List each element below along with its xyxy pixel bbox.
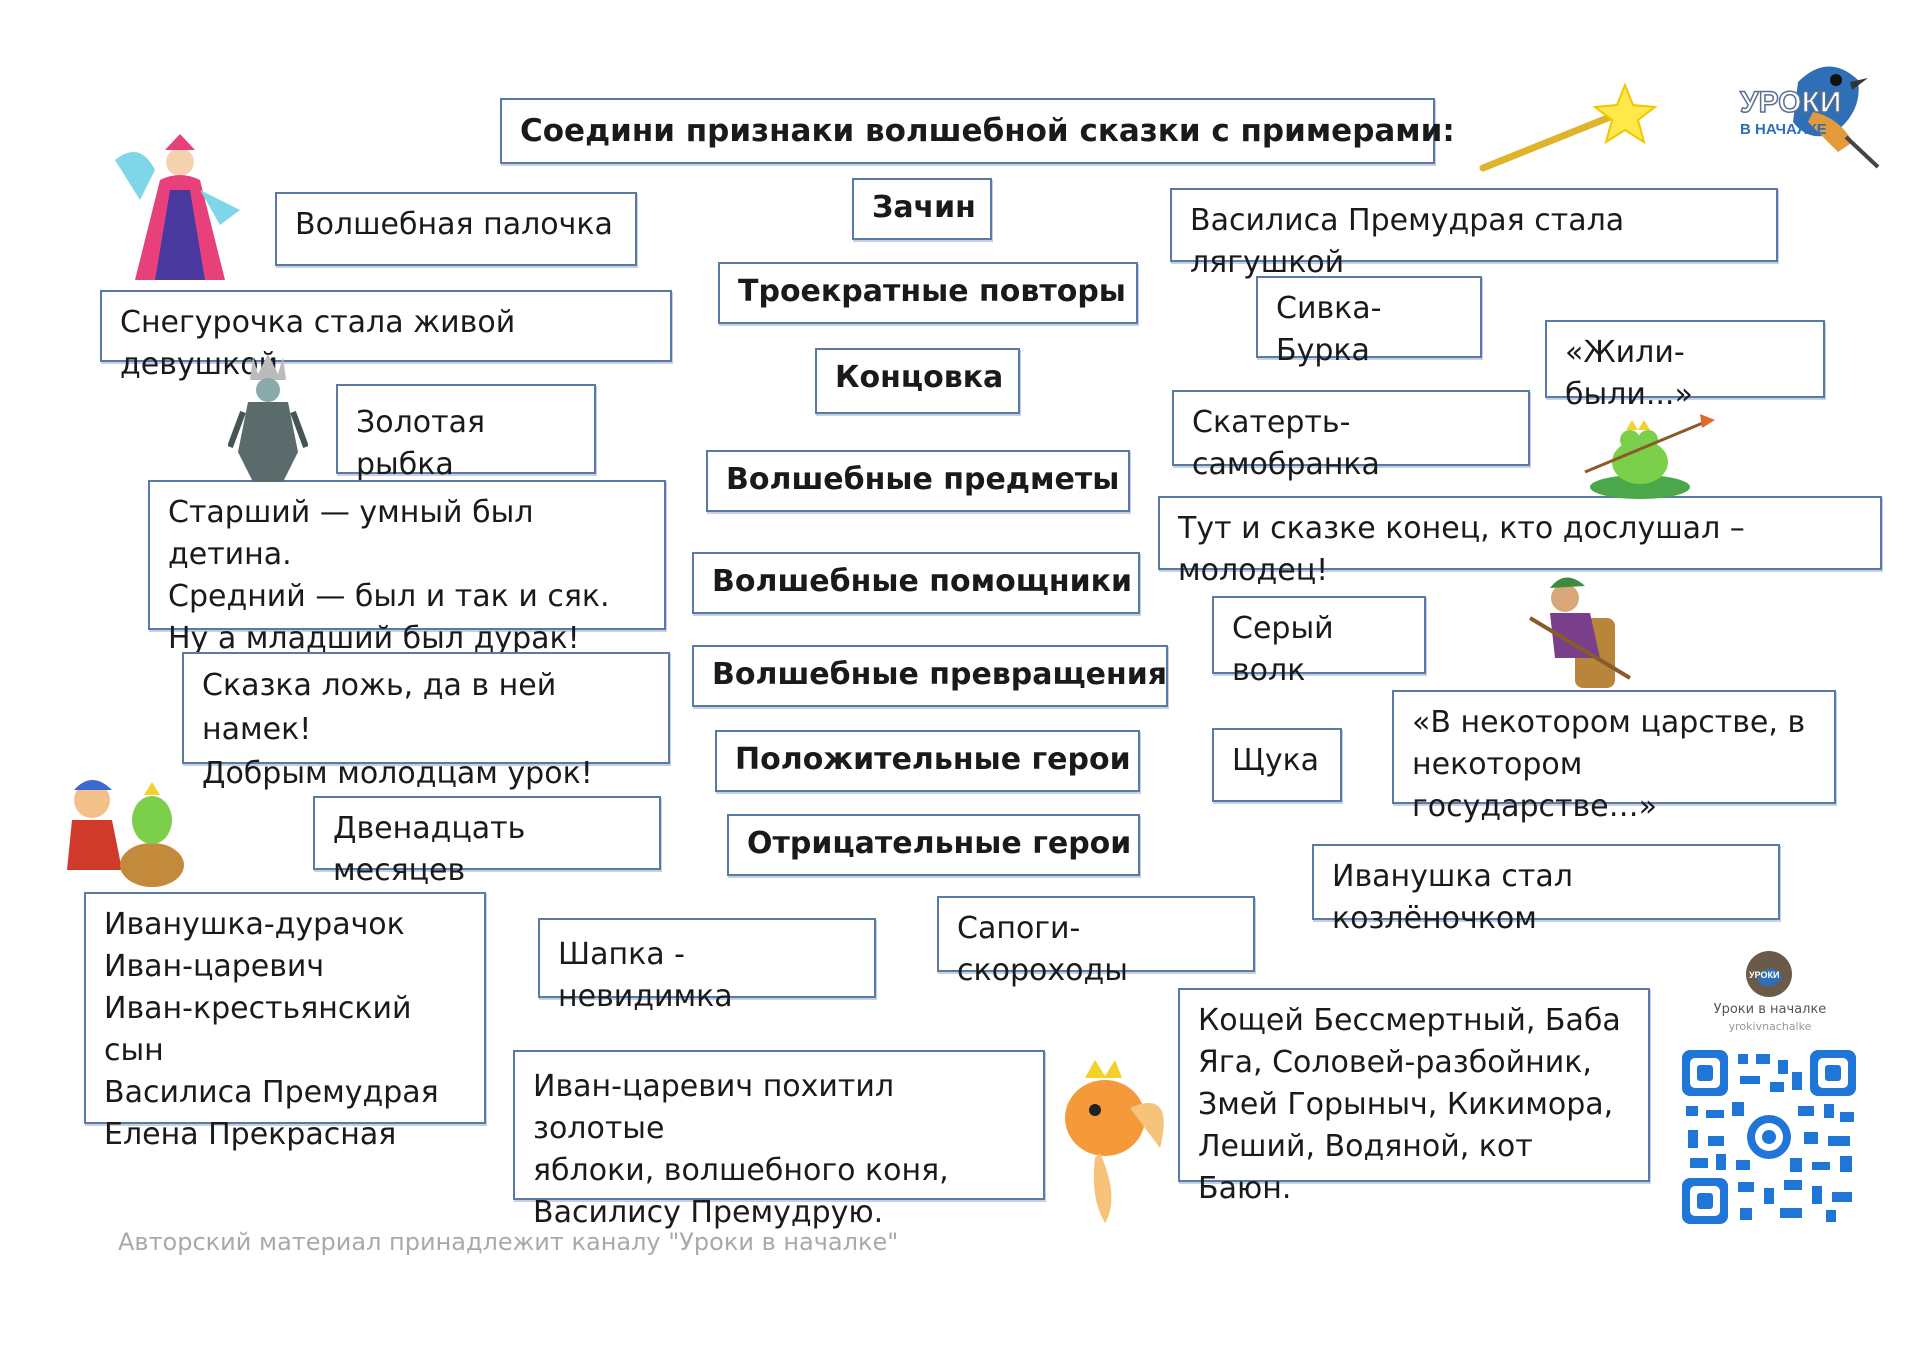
bird-logo: УРОКИ В НАЧАЛКЕ — [1738, 42, 1888, 172]
example-twelve-months[interactable]: Двенадцать месяцев — [313, 796, 661, 888]
category-magic-transformations[interactable]: Волшебные превращения — [692, 645, 1168, 707]
category-magic-helpers[interactable]: Волшебные помощники — [692, 552, 1140, 614]
example-three-sons[interactable]: Старший — умный был детина. Средний — бы… — [148, 480, 666, 656]
channel-handle: yrokivnachalke — [1728, 1020, 1812, 1033]
logo-text-sub: В НАЧАЛКЕ — [1740, 121, 1827, 138]
example-positive-heroes[interactable]: Иванушка-дурачок Иван-царевич Иван-крест… — [84, 892, 486, 1152]
example-snow-maiden[interactable]: Снегурочка стала живой девушкой — [100, 290, 672, 382]
worksheet-title: Соедини признаки волшебной сказки с прим… — [500, 98, 1455, 164]
example-stole-items[interactable]: Иван-царевич похитил золотые яблоки, вол… — [513, 1050, 1045, 1230]
example-seven-league-boots[interactable]: Сапоги-скороходы — [937, 896, 1255, 988]
example-grey-wolf[interactable]: Серый волк — [1212, 596, 1426, 688]
example-once-upon-a-time[interactable]: «Жили-были...» — [1545, 320, 1825, 412]
frog-illustration — [1580, 412, 1715, 502]
category-ending[interactable]: Концовка — [815, 348, 1020, 414]
magic-wand-icon — [1475, 80, 1665, 175]
example-fairy-tale-ending[interactable]: Тут и сказке конец, кто дослушал – молод… — [1158, 496, 1882, 588]
category-magic-items[interactable]: Волшебные предметы — [706, 450, 1130, 512]
example-in-some-kingdom[interactable]: «В некотором царстве, в некотором госуда… — [1392, 690, 1836, 824]
example-invisible-hat[interactable]: Шапка - невидимка — [538, 918, 876, 1014]
copyright-footer: Авторский материал принадлежит каналу "У… — [118, 1228, 899, 1256]
category-negative-heroes[interactable]: Отрицательные герои — [727, 814, 1140, 876]
example-moral[interactable]: Сказка ложь, да в ней намек! Добрым моло… — [182, 652, 670, 791]
example-magic-wand[interactable]: Волшебная палочка — [275, 192, 637, 266]
category-triple-repetition[interactable]: Троекратные повторы — [718, 262, 1138, 324]
category-positive-heroes[interactable]: Положительные герои — [715, 730, 1140, 792]
example-vasilisa-frog[interactable]: Василиса Премудрая стала лягушкой — [1170, 188, 1778, 280]
vasilisa-illustration — [110, 130, 245, 290]
baba-yaga-illustration — [1520, 568, 1635, 693]
example-tablecloth[interactable]: Скатерть-самобранка — [1172, 390, 1530, 482]
ivanushka-illustration — [52, 770, 192, 900]
example-villains[interactable]: Кощей Бессмертный, Баба Яга, Соловей-раз… — [1178, 988, 1650, 1206]
channel-name: Уроки в началке — [1713, 1002, 1827, 1017]
channel-avatar: УРОКИ — [1745, 950, 1793, 998]
koschei-illustration — [227, 352, 309, 487]
category-opening[interactable]: Зачин — [852, 178, 992, 240]
avatar-text: УРОКИ — [1749, 970, 1779, 980]
example-ivanushka-goat[interactable]: Иванушка стал козлёночком — [1312, 844, 1780, 936]
goldfish-illustration — [1050, 1048, 1175, 1228]
logo-text-main: УРОКИ — [1740, 86, 1841, 119]
example-pike[interactable]: Щука — [1212, 728, 1342, 802]
example-sivka-burka[interactable]: Сивка-Бурка — [1256, 276, 1482, 368]
qr-code[interactable] — [1680, 1048, 1858, 1226]
example-golden-fish[interactable]: Золотая рыбка — [336, 384, 596, 482]
